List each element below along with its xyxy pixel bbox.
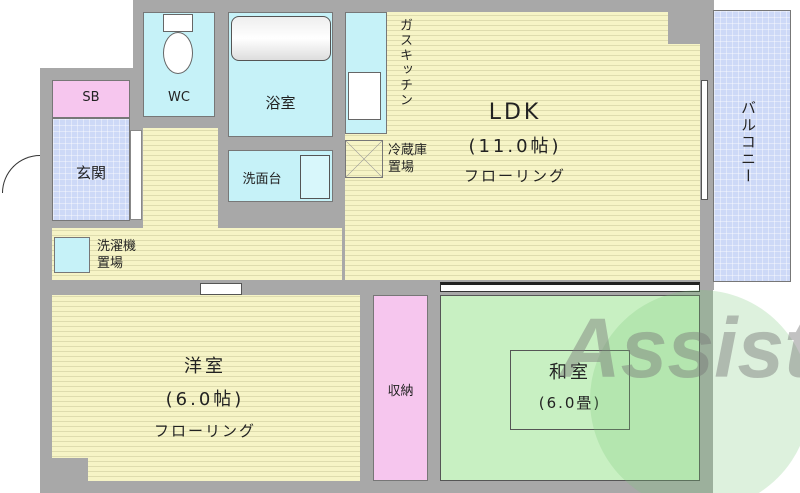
- sink-icon: [348, 72, 381, 120]
- column-2: [52, 458, 88, 481]
- western-size: (6.0帖): [165, 389, 245, 410]
- watermark-logo: Assist: [560, 301, 800, 395]
- washer-label-2: 置場: [97, 256, 124, 271]
- toilet-tank-icon: [163, 14, 193, 32]
- washer-label: 洗濯機置場: [97, 238, 136, 272]
- washer-icon: [54, 237, 90, 273]
- shoe-box: [52, 80, 130, 118]
- washstand-label: 洗面台: [242, 172, 282, 187]
- ldk-floor: [345, 12, 700, 280]
- sb-label: SB: [82, 90, 100, 105]
- fridge-space-icon: [345, 140, 383, 178]
- storage: [373, 295, 428, 481]
- kitchen-label: ガスキッチン: [397, 18, 412, 108]
- japanese-label: 和室: [549, 362, 591, 383]
- western-floor-label: フローリング: [153, 422, 256, 440]
- wash-basin-icon: [300, 155, 330, 199]
- column: [668, 12, 700, 44]
- tatami-mat: [510, 350, 630, 430]
- balcony-window[interactable]: [701, 80, 708, 200]
- western-door[interactable]: [200, 283, 242, 295]
- genkan-label: 玄関: [75, 164, 106, 182]
- hall-floor-lower: [52, 228, 342, 280]
- entrance-door[interactable]: [2, 155, 40, 193]
- bathtub-icon: [231, 16, 331, 61]
- genkan: [52, 118, 130, 221]
- balcony-label: バルコニー: [739, 100, 757, 185]
- fridge-label-2: 置場: [388, 160, 415, 175]
- ldk-label: LDK: [488, 100, 542, 125]
- shoe-step: [130, 130, 142, 220]
- japanese-room: [440, 295, 700, 481]
- bath-label: 浴室: [265, 94, 296, 112]
- fridge-label: 冷蔵庫置場: [388, 142, 427, 176]
- sliding-door[interactable]: [440, 282, 700, 292]
- watermark-circle: [590, 290, 800, 493]
- western-room: [52, 295, 360, 481]
- toilet-bowl-icon: [163, 32, 193, 74]
- ldk-floor-label: フローリング: [463, 167, 566, 185]
- ldk-size: (11.0帖): [468, 136, 562, 157]
- balcony: [713, 10, 791, 282]
- japanese-size: (6.0畳): [538, 394, 602, 412]
- western-label: 洋室: [184, 356, 226, 377]
- fridge-label-1: 冷蔵庫: [388, 143, 428, 158]
- storage-label: 収納: [387, 384, 414, 399]
- washer-label-1: 洗濯機: [97, 239, 137, 254]
- wc-label: WC: [168, 90, 190, 105]
